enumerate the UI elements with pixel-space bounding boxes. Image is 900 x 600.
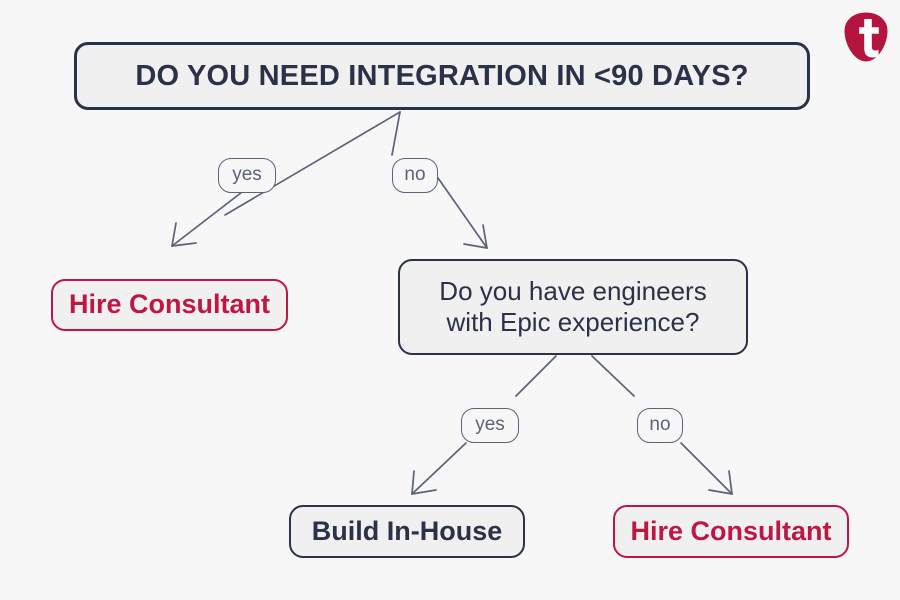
edge-label-engineers-yes: yes (461, 408, 519, 443)
edge-root-yes (171, 111, 401, 247)
node-root-decision-label: DO YOU NEED INTEGRATION IN <90 DAYS? (135, 59, 749, 92)
node-hire-consultant-1-label: Hire Consultant (68, 289, 270, 320)
node-hire-consultant-2-label: Hire Consultant (630, 515, 832, 546)
edge-label-root-no: no (392, 158, 438, 193)
edge-label-engineers-no: no (637, 408, 683, 443)
node-build-in-house-label: Build In-House (311, 515, 503, 546)
node-hire-consultant-2[interactable]: Hire Consultant (613, 505, 849, 558)
node-engineers-question[interactable]: Do you have engineers with Epic experien… (398, 259, 748, 355)
brand-logo-icon (844, 12, 888, 62)
node-root-decision[interactable]: DO YOU NEED INTEGRATION IN <90 DAYS? (74, 42, 810, 110)
node-hire-consultant-1[interactable]: Hire Consultant (51, 279, 288, 331)
node-engineers-question-label: Do you have engineers with Epic experien… (439, 276, 707, 337)
node-build-in-house[interactable]: Build In-House (289, 505, 525, 558)
edge-label-root-yes: yes (218, 158, 276, 193)
